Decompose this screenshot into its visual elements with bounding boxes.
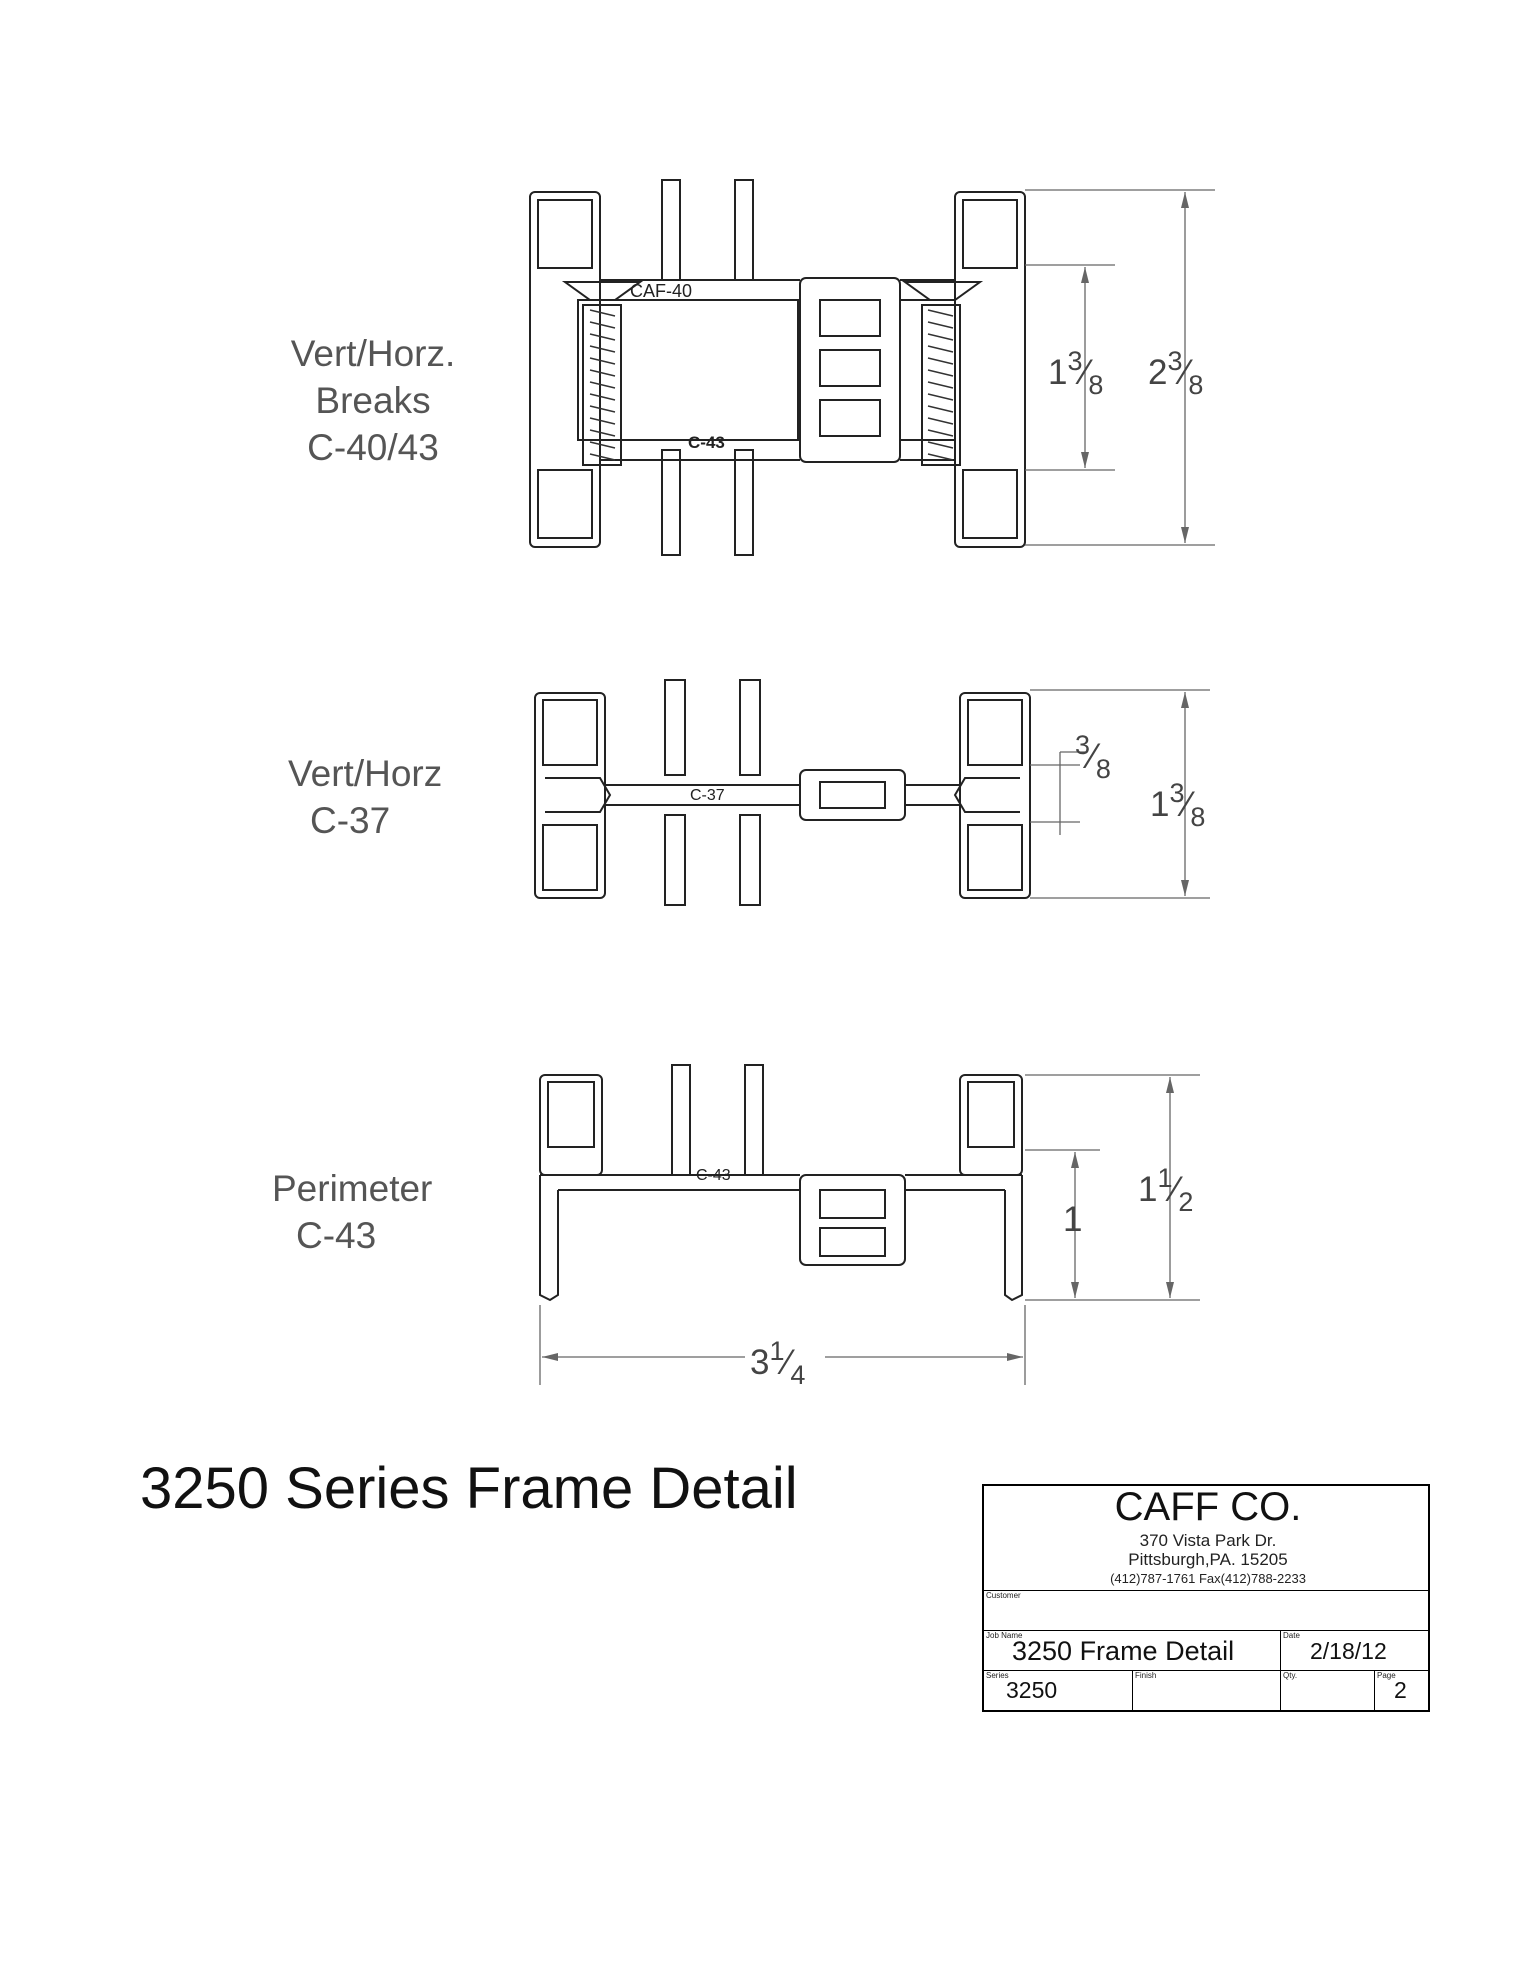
job-name-value: 3250 Frame Detail [1012,1636,1235,1666]
dim-num: 3 [1075,730,1091,760]
dim-den: 8 [1095,754,1111,784]
finish-label: Finish [1135,1671,1157,1680]
customer-label: Customer [986,1591,1021,1600]
dim-num: 1 [769,1336,785,1366]
label-line: C-40/43 [307,427,439,468]
dim-whole: 2 [1148,353,1168,392]
callout-caf40: CAF-40 [630,281,692,301]
dim-num: 3 [1169,778,1185,808]
dim-s2-inner: 3⁄8 [1075,730,1111,784]
series-label: Series [986,1671,1009,1680]
dim-num: 3 [1167,346,1183,376]
page-value: 2 [1394,1677,1407,1703]
date-label: Date [1283,1631,1300,1640]
company-name: CAFF CO. [1114,1485,1302,1529]
dim-whole: 3 [750,1343,770,1382]
title-block: CAFF CO. 370 Vista Park Dr. Pittsburgh,P… [982,1484,1430,1712]
section-label-breaks: Vert/Horz. Breaks C-40/43 [278,330,468,471]
label-line: C-37 [310,800,391,841]
dim-whole: 1 [1048,353,1068,392]
dim-s3-width: 31⁄4 [750,1336,806,1390]
breaks-profile [529,179,1026,556]
dim-num: 3 [1067,346,1083,376]
callout-c43-perimeter: C-43 [696,1167,731,1184]
dim-s3-outer: 11⁄2 [1138,1163,1194,1217]
job-name-label: Job Name [986,1631,1023,1640]
date-value: 2/18/12 [1310,1638,1387,1664]
callout-c37: C-37 [690,787,725,804]
dim-whole: 1 [1063,1200,1083,1239]
dim-den: 8 [1088,370,1104,400]
label-line: Vert/Horz [288,753,443,794]
callout-c43-breaks: C-43 [688,433,725,452]
dim-den: 8 [1190,802,1206,832]
section-label-c37: Vert/Horz C-37 [288,750,442,844]
qty-label: Qty. [1283,1671,1298,1680]
label-line: C-43 [296,1215,377,1256]
dim-s3-inner: 1 [1063,1200,1082,1240]
section-label-perimeter: Perimeter C-43 [272,1165,432,1259]
dim-s2-outer: 13⁄8 [1150,778,1206,832]
dim-s1-outer: 23⁄8 [1148,346,1204,400]
company-address-line2: Pittsburgh,PA. 15205 [1128,1550,1288,1569]
dim-den: 4 [790,1360,806,1390]
series-value: 3250 [1006,1677,1058,1703]
company-address-line1: 370 Vista Park Dr. [1139,1531,1277,1550]
dim-s1-inner: 13⁄8 [1048,346,1104,400]
dim-whole: 1 [1150,785,1170,824]
label-line: Vert/Horz. [290,333,456,374]
company-phone: (412)787-1761 Fax(412)788-2233 [1110,1571,1306,1586]
label-line: Breaks [315,380,431,421]
dim-den: 8 [1188,370,1204,400]
dim-whole: 1 [1138,1170,1158,1209]
dim-num: 1 [1157,1163,1173,1193]
page-label: Page [1377,1671,1396,1680]
c43-profile [539,1064,1023,1302]
c37-profile [534,679,1031,906]
page-title: 3250 Series Frame Detail [140,1456,798,1521]
dim-den: 2 [1178,1187,1194,1217]
label-line: Perimeter [272,1168,433,1209]
